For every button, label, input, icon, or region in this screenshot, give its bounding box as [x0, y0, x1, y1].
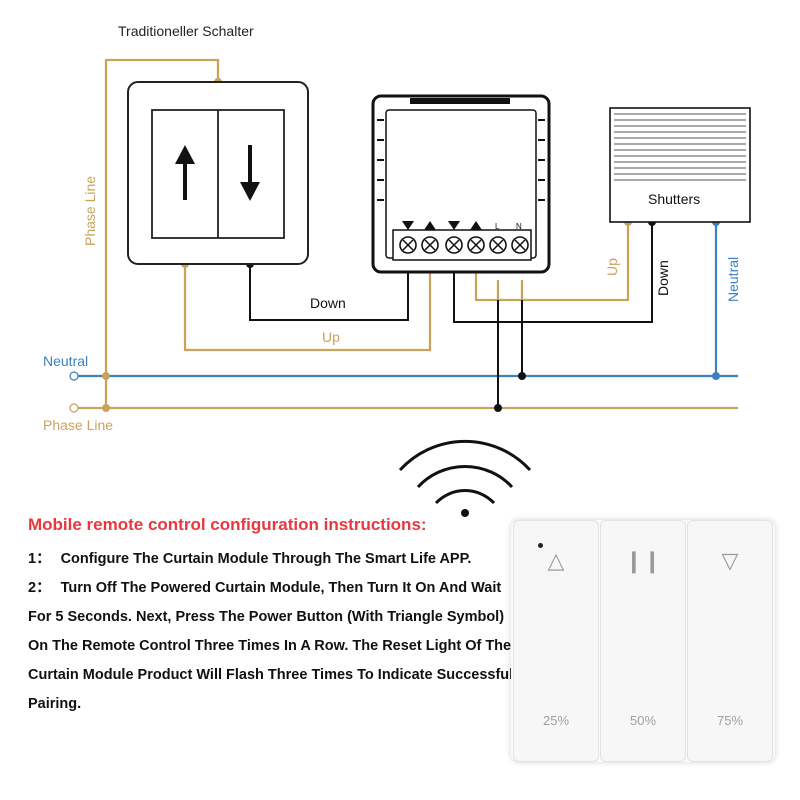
instructions-title: Mobile remote control configuration inst… [28, 515, 427, 534]
remote-button-up[interactable]: △ 25% [513, 520, 599, 762]
led-indicator [538, 543, 543, 548]
instruction-step-2: 2：Turn Off The Powered Curtain Module, T… [28, 574, 518, 719]
instructions-panel: Mobile remote control configuration inst… [28, 515, 518, 719]
switch-title: Traditioneller Schalter [118, 23, 254, 39]
phase-wires [74, 58, 738, 410]
remote-button-label: 25% [542, 713, 570, 728]
remote-button-down[interactable]: ▽ 75% [687, 520, 773, 762]
terminal-direction-icons [402, 221, 482, 230]
step-text: Turn Off The Powered Curtain Module, The… [28, 580, 514, 712]
phase-line-label: Phase Line [43, 417, 113, 433]
phase-line-vertical-label: Phase Line [82, 176, 98, 246]
remote-control: △ 25% ❙❙ 50% ▽ 75% [511, 520, 775, 762]
neutral-vertical-label: Neutral [725, 257, 741, 302]
wifi-signal-icon [398, 439, 532, 517]
step-number: 1： [28, 551, 51, 567]
down-label: Down [310, 295, 346, 311]
step-text: Configure The Curtain Module Through The… [60, 551, 472, 567]
up-label: Up [322, 329, 340, 345]
instruction-step-1: 1： Configure The Curtain Module Through T… [28, 545, 518, 574]
remote-button-pause[interactable]: ❙❙ 50% [600, 520, 686, 762]
curtain-module: L N [371, 94, 551, 274]
arrow-down-icon [240, 145, 260, 201]
triangle-down-icon: ▽ [721, 549, 739, 574]
terminal-n-label: N [516, 222, 522, 231]
triangle-up-icon: △ [547, 549, 565, 574]
step-number: 2： [28, 580, 51, 596]
down-vertical-label: Down [655, 260, 671, 296]
remote-button-label: 50% [629, 713, 657, 728]
pause-icon: ❙❙ [624, 549, 662, 574]
shutters-label: Shutters [648, 191, 700, 207]
neutral-wires [74, 222, 738, 378]
remote-button-label: 75% [716, 713, 744, 728]
up-vertical-label: Up [604, 258, 620, 276]
shutters: Shutters [609, 107, 751, 223]
traditional-switch [127, 81, 309, 265]
control-wires [249, 222, 653, 408]
neutral-label: Neutral [43, 353, 88, 369]
arrow-up-icon [175, 145, 195, 200]
terminal-l-label: L [495, 222, 500, 231]
